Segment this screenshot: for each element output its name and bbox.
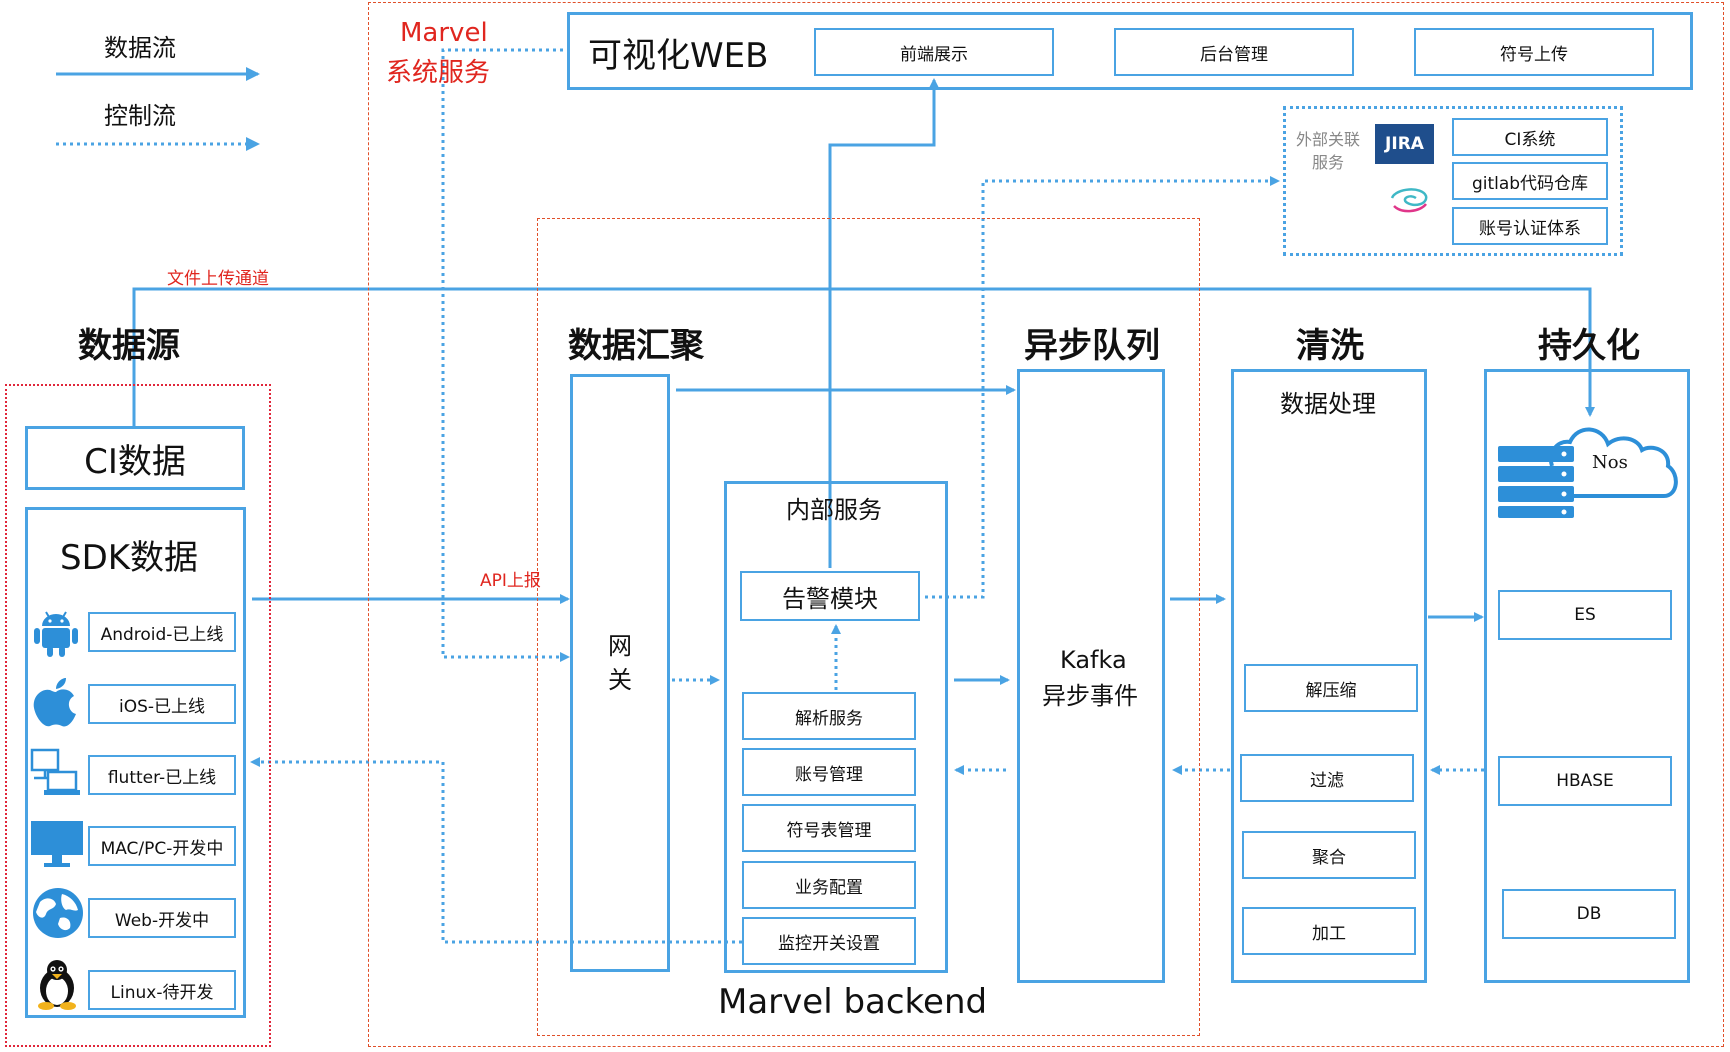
- alarm-to-external-line: [925, 176, 1280, 599]
- legend-data-flow-label: 数据流: [104, 34, 176, 62]
- ci-data-box[interactable]: CI数据: [25, 426, 245, 490]
- computers-icon: [30, 748, 80, 795]
- linux-penguin-icon: [38, 960, 76, 1010]
- ci-system-item[interactable]: CI系统: [1452, 118, 1608, 156]
- persistence-hbase[interactable]: HBASE: [1498, 756, 1672, 806]
- gateway-label-1: 网: [608, 632, 632, 660]
- processing-decompress[interactable]: 解压缩: [1244, 664, 1418, 712]
- visual-web-box: [567, 12, 1693, 90]
- nos-cloud-storage-icon: [1498, 427, 1678, 518]
- gateway-label-2: 关: [608, 666, 632, 694]
- sdk-data-box: [25, 507, 246, 1018]
- data-processing-title: 数据处理: [1280, 390, 1376, 418]
- visual-web-title: 可视化WEB: [588, 36, 769, 76]
- legend-control-flow-label: 控制流: [104, 102, 176, 130]
- external-services-box: [1283, 106, 1623, 256]
- internal-services-title: 内部服务: [786, 496, 882, 524]
- marvel-service-label-2: 系统服务: [386, 58, 491, 88]
- jira-logo-icon: JIRA: [1375, 124, 1434, 164]
- web-admin-management[interactable]: 后台管理: [1114, 28, 1354, 76]
- kafka-box[interactable]: [1017, 369, 1165, 983]
- platform-mac-pc[interactable]: MAC/PC-开发中: [88, 826, 236, 866]
- data-source-region: [5, 384, 271, 1047]
- platform-android[interactable]: Android-已上线: [88, 612, 236, 652]
- internal-business-config[interactable]: 业务配置: [742, 861, 916, 909]
- monitor-icon: [31, 821, 83, 867]
- column-header-persist: 持久化: [1538, 326, 1640, 366]
- apple-icon: [33, 678, 76, 727]
- nos-label: Nos: [1592, 452, 1628, 473]
- sdk-data-title: SDK数据: [60, 538, 199, 578]
- platform-linux[interactable]: Linux-待开发: [88, 970, 236, 1010]
- column-header-queue: 异步队列: [1024, 326, 1160, 366]
- persistence-db[interactable]: DB: [1502, 889, 1676, 939]
- android-icon: [34, 611, 78, 657]
- web-symbol-upload[interactable]: 符号上传: [1414, 28, 1654, 76]
- persistence-box: [1484, 369, 1690, 983]
- kafka-label-1: Kafka: [1060, 646, 1127, 674]
- gateway-box[interactable]: [570, 374, 670, 972]
- marvel-backend-label: Marvel backend: [718, 982, 988, 1022]
- internal-monitor-switch-settings[interactable]: 监控开关设置: [742, 917, 916, 965]
- internal-symbol-table-management[interactable]: 符号表管理: [742, 804, 916, 852]
- column-header-clean: 清洗: [1296, 326, 1364, 366]
- internal-to-web-line: [828, 78, 939, 568]
- jira-logo-text: JIRA: [1385, 134, 1424, 154]
- account-auth-item[interactable]: 账号认证体系: [1452, 207, 1608, 245]
- marvel-service-label-1: Marvel: [400, 18, 488, 48]
- internal-services-box: [724, 481, 948, 973]
- gitlab-repo-item[interactable]: gitlab代码仓库: [1452, 162, 1608, 200]
- file-upload-channel-label: 文件上传通道: [167, 269, 269, 289]
- web-frontend-display[interactable]: 前端展示: [814, 28, 1054, 76]
- marvel-backend-region: [537, 218, 1200, 1036]
- persistence-es[interactable]: ES: [1498, 590, 1672, 640]
- processing-filter[interactable]: 过滤: [1240, 754, 1414, 802]
- kafka-label-2: 异步事件: [1042, 682, 1138, 710]
- platform-web[interactable]: Web-开发中: [88, 898, 236, 938]
- internal-parse-service[interactable]: 解析服务: [742, 692, 916, 740]
- alarm-module[interactable]: 告警模块: [740, 571, 920, 621]
- internal-account-management[interactable]: 账号管理: [742, 748, 916, 796]
- platform-flutter[interactable]: flutter-已上线: [88, 755, 236, 795]
- external-label-1: 外部关联: [1296, 130, 1361, 149]
- marvel-system-region: [368, 2, 1724, 1047]
- globe-icon: [33, 888, 83, 938]
- api-report-label: API上报: [480, 571, 541, 591]
- external-label-2: 服务: [1312, 153, 1345, 172]
- gitlab-swirl-icon: [1390, 188, 1428, 213]
- data-processing-box: [1231, 369, 1427, 983]
- processing-aggregate[interactable]: 聚合: [1242, 831, 1416, 879]
- monitor-to-sdk-line: [250, 757, 742, 944]
- file-upload-line: [132, 287, 1595, 426]
- column-header-source: 数据源: [78, 326, 180, 366]
- processing-transform[interactable]: 加工: [1242, 907, 1416, 955]
- platform-ios[interactable]: iOS-已上线: [88, 684, 236, 724]
- column-header-aggregate: 数据汇聚: [568, 326, 704, 366]
